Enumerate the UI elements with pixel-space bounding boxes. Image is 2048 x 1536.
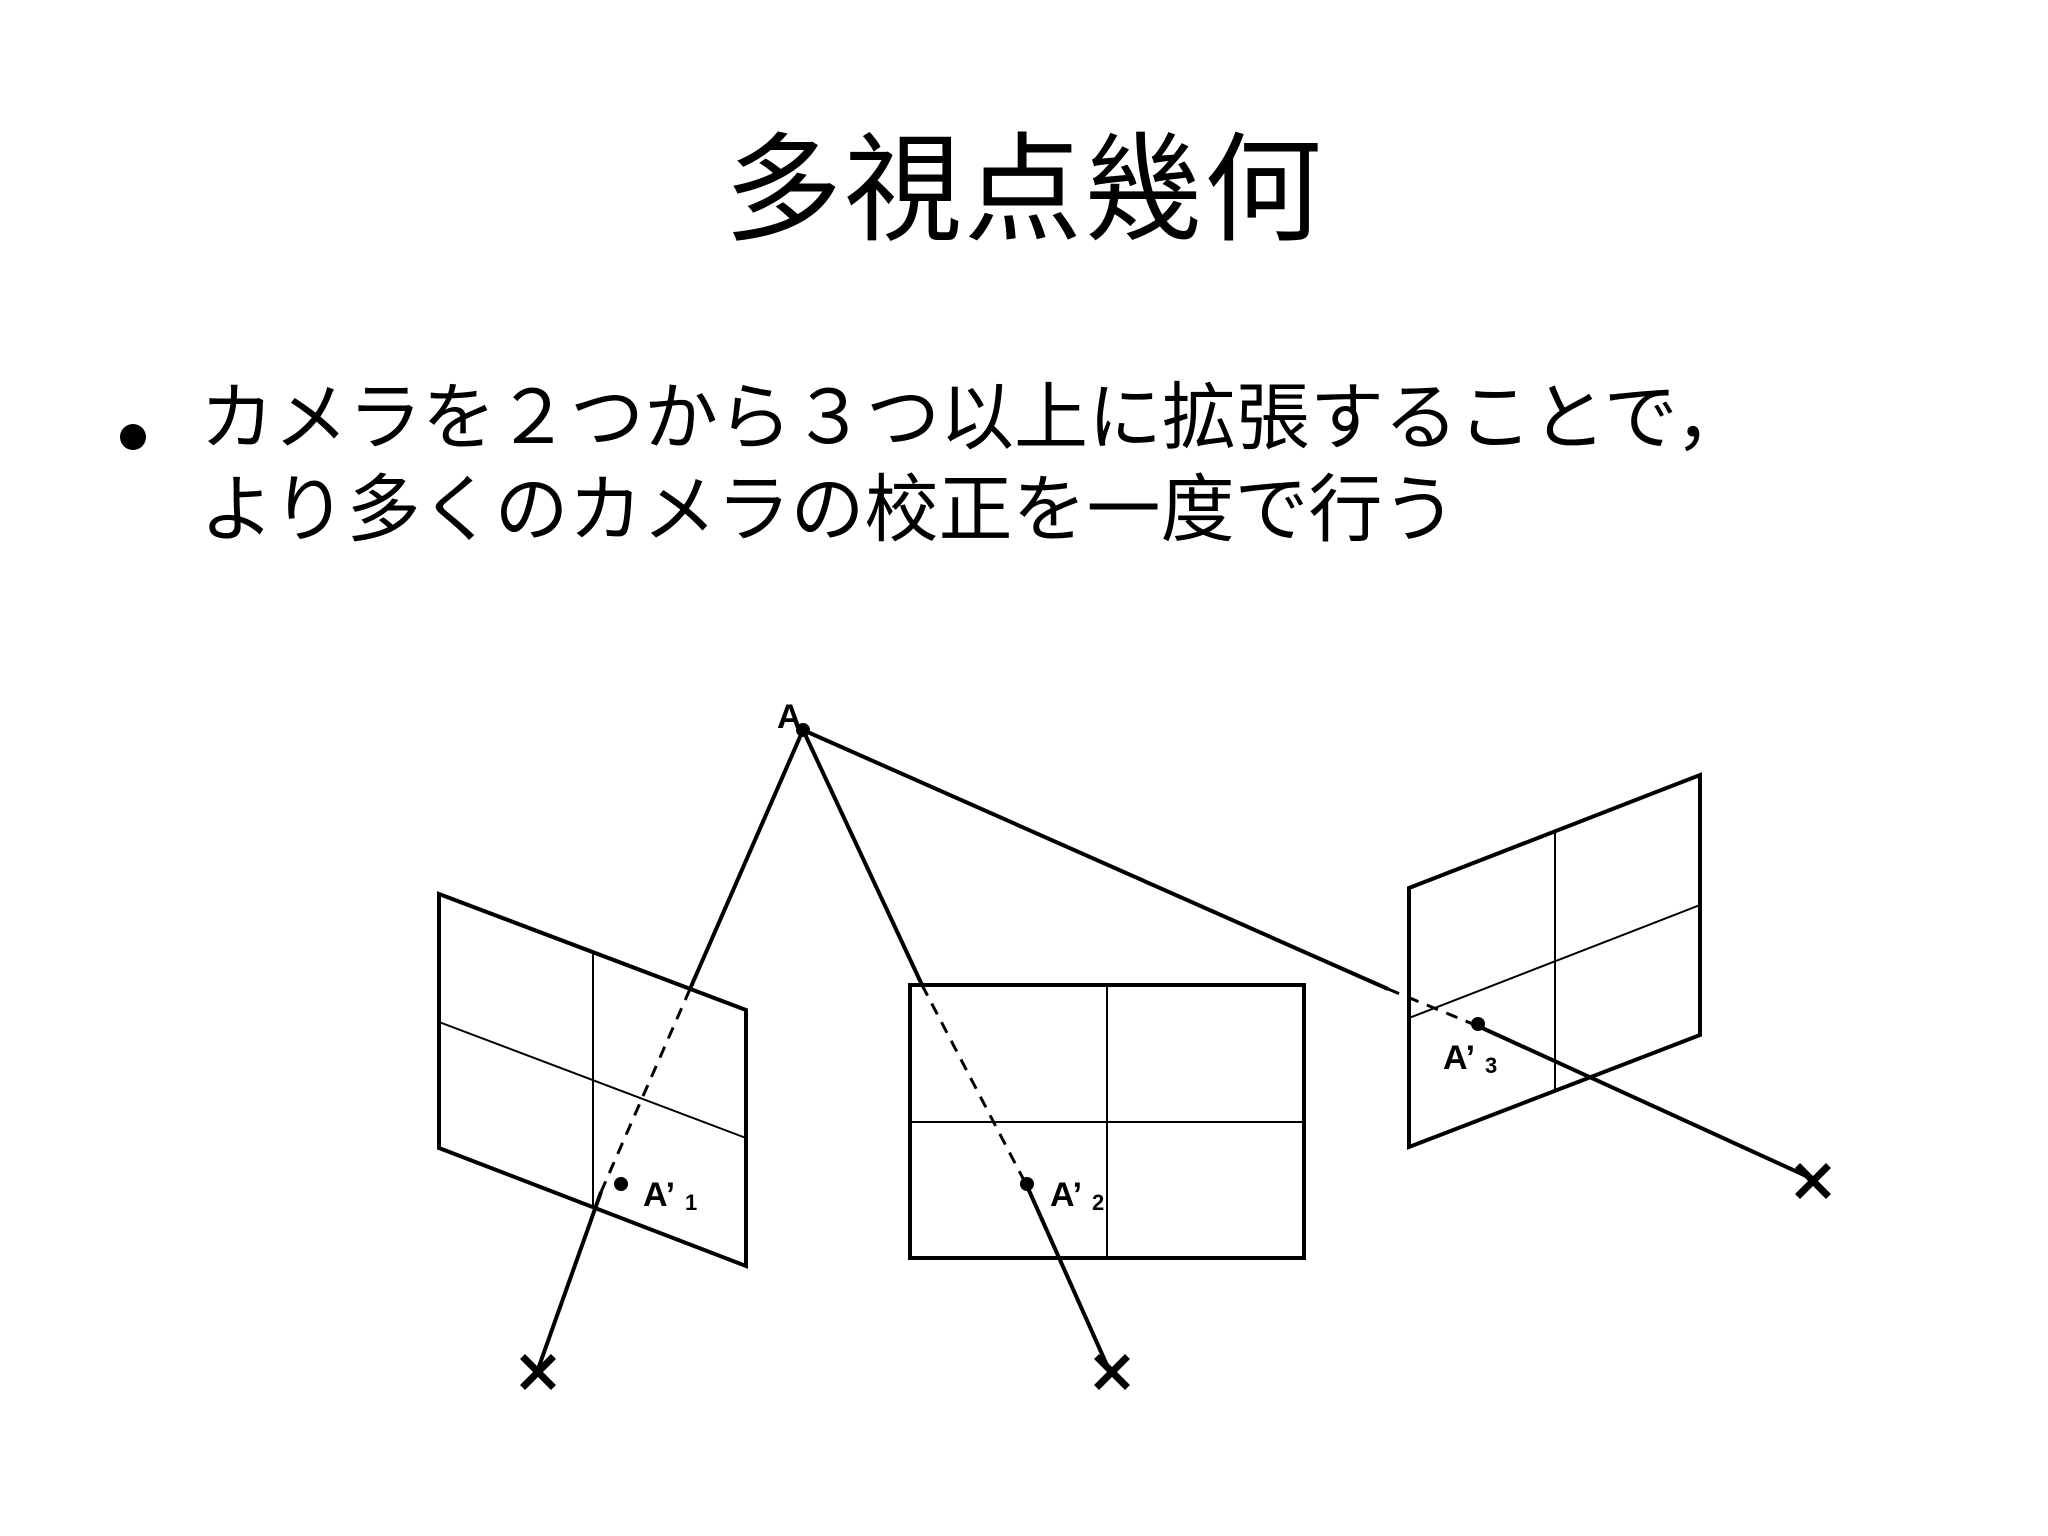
image-plane-1 [437,891,748,1269]
image-point-2: A’ 2 [1020,1176,1104,1215]
bullet-line-2: より多くのカメラの校正を一度で行う [200,467,1457,553]
image-point-1: A’ 1 [614,1176,697,1215]
ray-2 [801,729,1112,1373]
image-point-2-label: A’ [1050,1176,1082,1214]
image-point-3: A’ 3 [1443,1017,1497,1078]
camera-center-2-cross-icon [1094,1354,1130,1390]
point-a: A [777,698,810,737]
bullet-item: カメラを２つから３つ以上に拡張することで， より多くのカメラの校正を一度で行う [120,372,1940,556]
image-point-3-subscript: 3 [1485,1053,1497,1078]
image-plane-2 [908,983,1306,1260]
image-point-2-subscript: 2 [1092,1190,1104,1215]
bullet-line-1: カメラを２つから３つ以上に拡張することで， [200,375,1749,461]
ray-3 [802,728,1816,1182]
camera-center-1-cross-icon [520,1354,556,1390]
bullet-text: カメラを２つから３つ以上に拡張することで， より多くのカメラの校正を一度で行う [200,372,1749,556]
camera-center-3-cross-icon [1795,1163,1831,1199]
point-a-label: A [777,698,802,736]
image-plane-3 [1407,772,1702,1150]
slide-title: 多視点幾何 [723,121,1324,259]
image-point-1-subscript: 1 [685,1190,697,1215]
ray-1 [535,729,805,1373]
image-point-3-label: A’ [1443,1039,1475,1077]
image-point-1-label: A’ [643,1176,675,1214]
bullet-dot-icon [120,424,146,450]
